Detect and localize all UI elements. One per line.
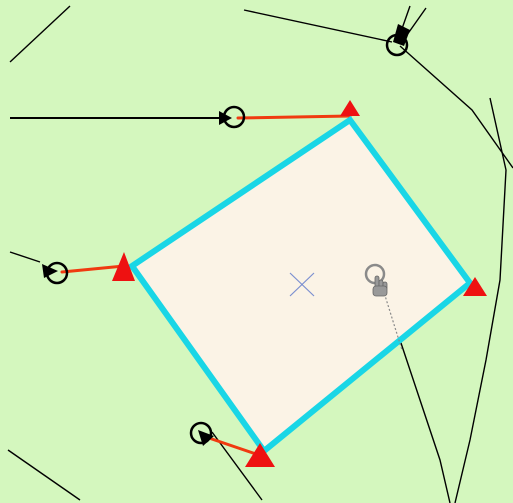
link-line [60,264,126,274]
network-lines [7,5,513,503]
network-line [243,9,393,43]
arrowheads [42,24,410,446]
vertex-markers[interactable] [112,100,487,467]
network-line [454,97,507,503]
vertex-marker [463,277,487,296]
network-node [222,105,246,129]
network-line [9,5,71,63]
network-node [189,421,213,445]
link-line [204,435,258,456]
network-line [399,45,513,169]
network-nodes[interactable] [45,33,409,445]
link-line [236,114,352,120]
hand-pointer-icon [372,275,388,297]
network-line [9,251,41,263]
centroid-cross-icon [289,272,315,297]
vertex-marker [112,252,135,281]
arrowhead-icon [42,264,58,278]
arrowhead-icon [198,430,214,446]
network-line [399,339,451,503]
arrowhead-icon [393,24,410,46]
vertex-marker [245,443,275,467]
vertex-marker [340,100,360,116]
network-line [7,449,81,501]
drag-ghost [364,263,403,351]
incoming-edge [10,111,232,125]
